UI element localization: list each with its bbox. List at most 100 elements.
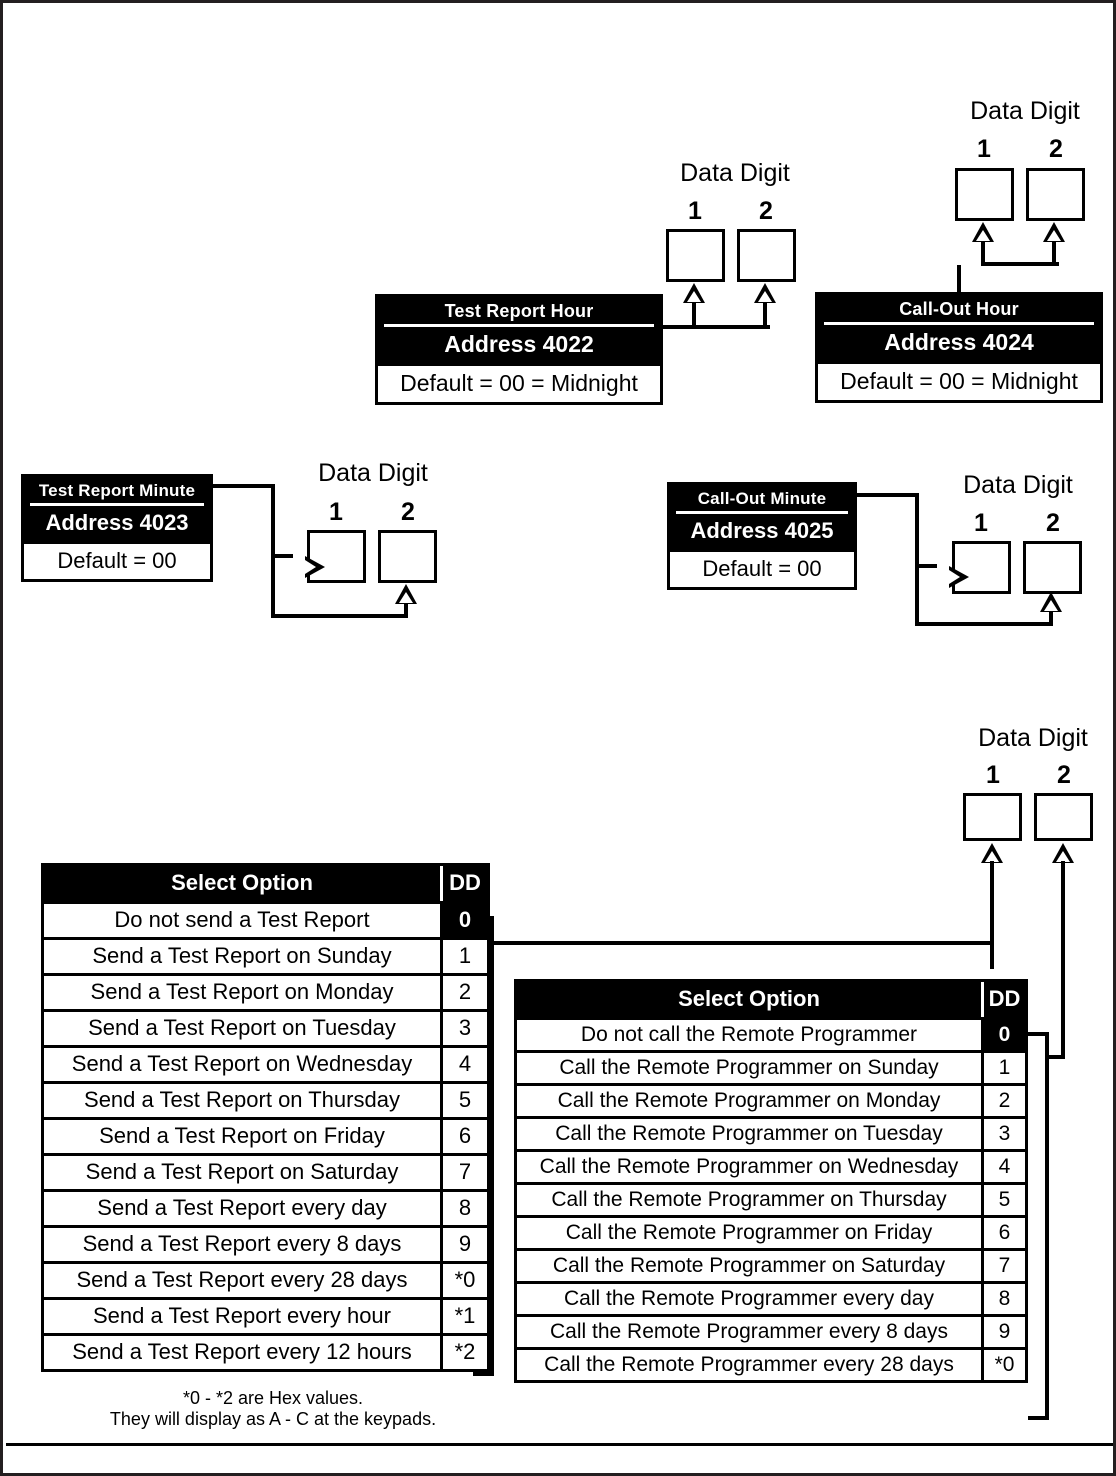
connector-line — [915, 564, 937, 568]
data-digit-label-call-out-hour: Data Digit — [970, 97, 1080, 125]
block-default-test-report-minute: Default = 00 — [24, 541, 210, 579]
data-digit-2-box-call-out-hour[interactable] — [1026, 168, 1085, 221]
table-test-report-schedule: Select Option DD Do not send a Test Repo… — [41, 863, 490, 1372]
footnote-line-2: They will display as A - C at the keypad… — [109, 1409, 437, 1430]
dd-value: 7 — [443, 1156, 490, 1192]
connector-line — [1045, 1032, 1049, 1420]
data-digit-2-label-test-report-hour: 2 — [759, 197, 773, 225]
connector-line — [404, 604, 408, 618]
dd-value: 4 — [443, 1048, 490, 1084]
option-label: Call the Remote Programmer on Saturday — [514, 1251, 984, 1284]
data-digit-2-label-call-out-minute: 2 — [1046, 509, 1060, 537]
data-digit-2-label-schedule: 2 — [1057, 761, 1071, 789]
connector-line — [990, 861, 994, 945]
data-digit-1-box-test-report-hour[interactable] — [666, 229, 725, 282]
connector-line — [957, 265, 961, 295]
connector-line — [473, 1372, 494, 1376]
dd-value: 6 — [443, 1120, 490, 1156]
data-digit-1-label-test-report-minute: 1 — [329, 498, 343, 526]
option-label: Send a Test Report on Tuesday — [41, 1012, 443, 1048]
option-label: Do not call the Remote Programmer — [514, 1020, 984, 1053]
dd-value: 3 — [984, 1119, 1028, 1152]
dd-value: 4 — [984, 1152, 1028, 1185]
data-digit-2-box-schedule[interactable] — [1034, 793, 1093, 841]
column-header-select-option: Select Option — [678, 986, 820, 1011]
connector-line — [990, 941, 994, 969]
block-default-test-report-hour: Default = 00 = Midnight — [378, 363, 660, 402]
dd-value: 9 — [443, 1228, 490, 1264]
connector-line — [271, 484, 275, 618]
block-title-call-out-minute: Call-Out Minute — [670, 485, 854, 511]
connector-line — [1049, 612, 1053, 626]
page-bottom-rule — [6, 1443, 1113, 1446]
data-digit-2-box-test-report-minute[interactable] — [378, 530, 437, 583]
table-header-row: Select Option DD — [41, 863, 490, 904]
connector-line — [663, 325, 770, 329]
dd-value: 1 — [984, 1053, 1028, 1086]
option-label: Send a Test Report on Monday — [41, 976, 443, 1012]
data-digit-1-box-call-out-hour[interactable] — [955, 168, 1014, 221]
option-label: Call the Remote Programmer every 8 days — [514, 1317, 984, 1350]
block-title-call-out-hour: Call-Out Hour — [818, 295, 1100, 322]
column-header-dd: DD — [981, 982, 1025, 1017]
data-digit-2-box-test-report-hour[interactable] — [737, 229, 796, 282]
arrow-right-icon — [305, 556, 325, 578]
option-label: Send a Test Report on Wednesday — [41, 1048, 443, 1084]
option-label: Send a Test Report every hour — [41, 1300, 443, 1336]
connector-line — [492, 941, 994, 945]
table-row[interactable]: Send a Test Report every hour*1 — [41, 1300, 490, 1336]
connector-line — [915, 622, 1052, 626]
data-digit-1-label-call-out-hour: 1 — [977, 135, 991, 163]
option-label: Call the Remote Programmer every day — [514, 1284, 984, 1317]
connector-line — [981, 262, 1059, 266]
data-digit-2-box-call-out-minute[interactable] — [1023, 541, 1082, 594]
arrow-right-icon — [949, 566, 969, 588]
option-label: Call the Remote Programmer on Wednesday — [514, 1152, 984, 1185]
footnote-hex-values: *0 - *2 are Hex values. They will displa… — [63, 1388, 483, 1430]
block-address-call-out-hour: Address 4024 — [818, 325, 1100, 361]
data-digit-1-box-schedule[interactable] — [963, 793, 1022, 841]
block-call-out-hour: Call-Out Hour Address 4024 Default = 00 … — [815, 292, 1103, 403]
block-divider — [30, 503, 204, 506]
connector-line — [271, 614, 408, 618]
arrow-up-icon — [981, 843, 1003, 863]
dd-value: 5 — [984, 1185, 1028, 1218]
option-label: Send a Test Report on Sunday — [41, 940, 443, 976]
table-row[interactable]: Send a Test Report every 28 days*0 — [41, 1264, 490, 1300]
dd-value: 6 — [984, 1218, 1028, 1251]
dd-value: 8 — [443, 1192, 490, 1228]
data-digit-label-schedule: Data Digit — [978, 724, 1088, 752]
connector-line — [211, 484, 275, 488]
data-digit-label-call-out-minute: Data Digit — [963, 471, 1073, 499]
block-test-report-hour: Test Report Hour Address 4022 Default = … — [375, 294, 663, 405]
column-header-dd: DD — [440, 866, 487, 901]
dd-value: *0 — [984, 1350, 1028, 1383]
block-test-report-minute: Test Report Minute Address 4023 Default … — [21, 474, 213, 582]
footnote-line-1: *0 - *2 are Hex values. — [182, 1388, 364, 1408]
table-row[interactable]: Call the Remote Programmer every 28 days… — [514, 1350, 1028, 1383]
table-row[interactable]: Send a Test Report every 12 hours*2 — [41, 1336, 490, 1372]
dd-value: *1 — [443, 1300, 490, 1336]
arrow-up-icon — [1040, 592, 1062, 612]
